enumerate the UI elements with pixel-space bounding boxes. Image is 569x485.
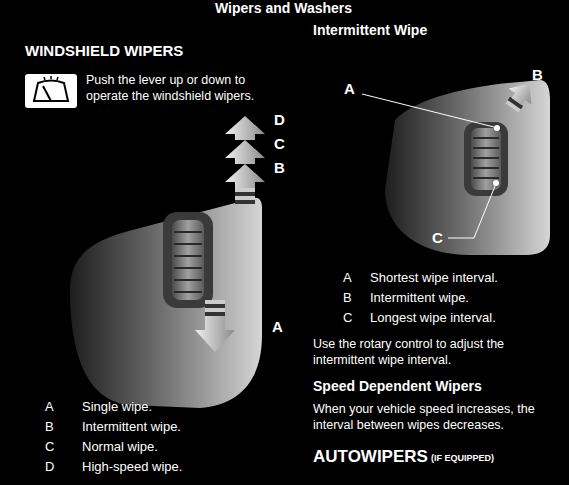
list-letter: C [343,310,352,326]
section-heading: Speed Dependent Wipers [313,378,482,395]
callout-letter: A [344,80,355,97]
drawing-part [225,140,265,164]
leader-line [362,94,500,238]
drawing-part [473,138,499,178]
drawing-part [494,125,500,131]
callout-letter: D [274,111,285,128]
section-heading: Intermittent Wipe [313,22,427,39]
instruction-text: Use the rotary control to adjust the int… [313,337,563,368]
list-letter: A [45,399,54,415]
drawing-part [163,212,213,308]
drawing-part [172,220,204,300]
drawing-part [205,300,225,304]
drawing-part [44,76,58,80]
note-text: (IF EQUIPPED) [431,454,494,464]
page-title: Wipers and Washers [215,1,352,16]
list-letter: D [45,459,54,475]
list-text: High-speed wipe. [82,459,182,475]
section-heading: WINDSHIELD WIPERS [25,42,183,60]
drawing-part [362,94,494,127]
list-letter: A [343,270,352,286]
wiper-icon [25,74,77,108]
callout-letter: C [432,229,443,246]
list-text: Longest wipe interval. [370,310,496,326]
drawing-part [195,316,235,352]
drawing-part [70,198,262,408]
list-letter: B [343,290,352,306]
drawing-part [235,188,255,192]
drawing-part [448,186,495,238]
section-heading: AUTOWIPERS [313,447,428,467]
instruction-text: Push the lever up or down to operate the… [86,73,264,104]
drawing-part [43,86,51,101]
drawing-part [493,180,499,186]
list-text: Single wipe. [82,399,152,415]
drawing-part [235,200,255,204]
list-text: Normal wipe. [82,439,158,455]
drawing-part [25,74,77,108]
callout-letter: B [274,159,285,176]
drawing-part [205,304,225,308]
drawing-part [235,192,255,196]
list-text: Intermittent wipe. [370,290,469,306]
callout-letter: C [274,135,285,152]
drawing-part [174,232,202,292]
drawing-part [205,308,225,312]
list-letter: B [45,419,54,435]
down-arrow [195,300,235,352]
list-text: Intermittent wipe. [82,419,181,435]
list-letter: C [45,439,54,455]
drawing-part [471,128,501,190]
list-text: Shortest wipe interval. [370,270,498,286]
callout-letter: B [532,66,543,83]
drawing-part [225,116,265,140]
callout-letter: A [272,318,283,335]
drawing-part [205,312,225,316]
drawing-part [235,196,255,200]
body-text: When your vehicle speed increases, the i… [313,402,563,433]
drawing-part [464,122,508,196]
up-arrow [225,116,265,204]
drawing-part [225,164,265,188]
drawing-part [34,81,68,102]
wiper-lever [70,198,262,408]
